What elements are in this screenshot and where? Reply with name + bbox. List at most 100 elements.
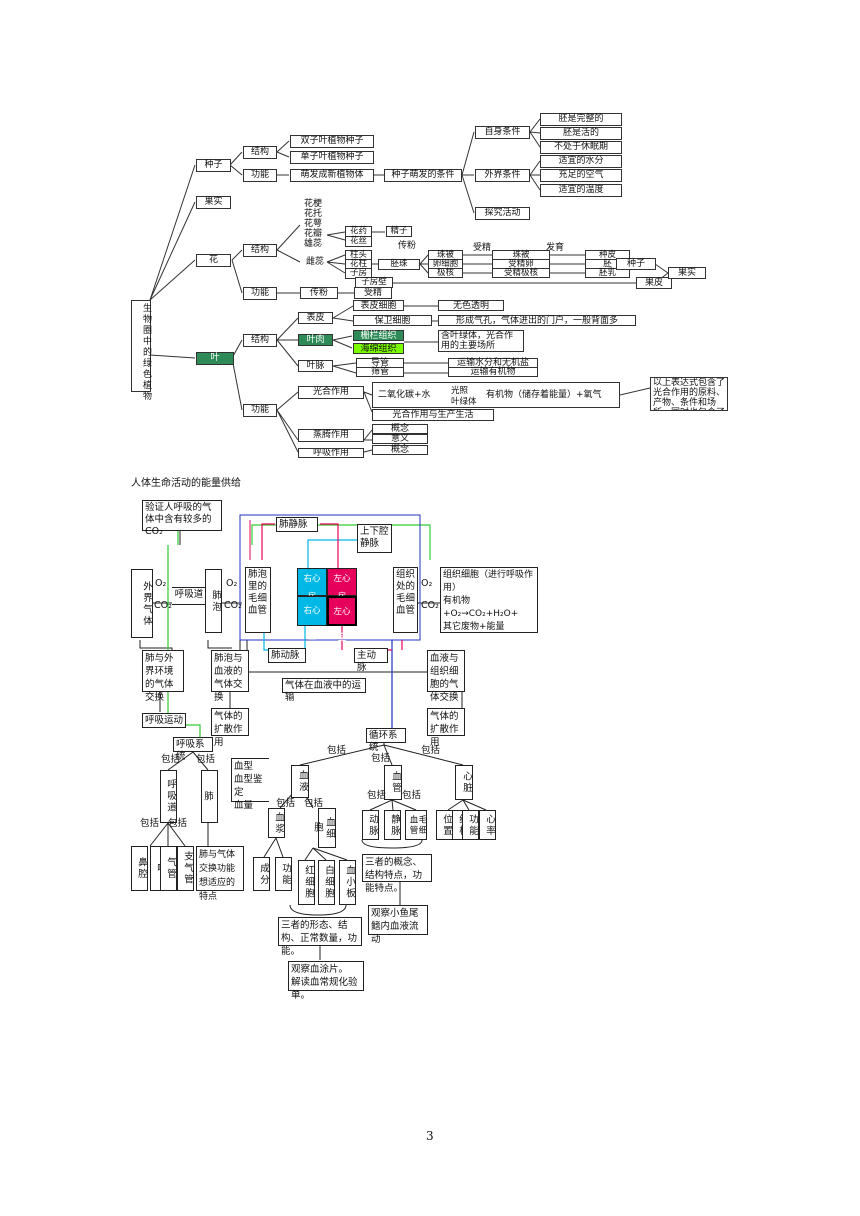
circulatory-system: 循环系统 — [366, 728, 406, 753]
leaf-function: 功能 — [243, 404, 277, 417]
gas-diffusion-2: 气体的扩散作用 — [427, 708, 465, 748]
include-7: 包括 — [168, 818, 188, 829]
include-1: 包括 — [161, 754, 181, 765]
monocot-seed: 单子叶植物种子 — [290, 151, 374, 164]
seed-node: 种子 — [196, 159, 231, 172]
seed-function: 功能 — [243, 169, 277, 182]
fish-tail: 观察小鱼尾鳍内血液流动 — [368, 905, 428, 945]
alveoli: 肺泡 — [205, 569, 222, 633]
include-4: 包括 — [371, 753, 391, 764]
eq-right: 有机物（储存着能量）+氧气 — [486, 390, 602, 400]
nasal-cavity: 鼻腔 — [131, 846, 148, 891]
eq-left: 二氧化碳+水 — [378, 390, 431, 400]
cond-air: 充足的空气 — [540, 169, 622, 182]
lung-desc: 肺与气体交换功能想适应的特点 — [196, 846, 244, 902]
photosynthesis: 光合作用 — [298, 386, 364, 399]
tissue-cell: 组织细胞（进行呼吸作用） 有机物+O₂→CO₂+H₂O+ 其它废物+能量 — [440, 567, 538, 633]
fruit-node: 果实 — [196, 196, 231, 209]
include-11: 包括 — [402, 790, 422, 801]
transpiration: 蒸腾作用 — [298, 429, 364, 442]
right-ventricle: 右心室 — [297, 596, 327, 642]
plasma-function: 功能 — [275, 857, 292, 891]
vein: 叶脉 — [298, 360, 333, 372]
trachea: 气管 — [160, 846, 177, 891]
heart-function: 功能 — [462, 810, 479, 840]
seed-structure: 结构 — [243, 146, 277, 159]
transp-meaning: 意义 — [372, 434, 428, 444]
plant-root-node: 生物圈中的绿色植物 — [131, 300, 151, 402]
lung: 肺 — [201, 770, 218, 823]
blood-smear: 观察血涂片。 解读血常规化验单。 — [288, 961, 364, 1001]
mesophyll-desc: 含叶绿体，光合作用的主要场所 — [438, 330, 524, 352]
epidermal-cell: 表皮细胞 — [353, 300, 404, 311]
epidermis: 表皮 — [298, 312, 333, 324]
palisade-tissue: 栅栏组织 — [353, 330, 404, 341]
human-title: 人体生命活动的能量供给 — [131, 478, 241, 489]
rbc: 红细胞 — [298, 860, 315, 905]
germination-conditions: 种子萌发的条件 — [384, 169, 462, 182]
spongy-tissue: 海绵组织 — [353, 343, 404, 354]
leaf-node: 叶 — [196, 352, 234, 365]
blood-vessels: 血管 — [384, 765, 402, 800]
artery: 动脉 — [362, 810, 379, 840]
respiratory-movement: 呼吸运动 — [142, 713, 186, 728]
sperm: 精子 — [386, 226, 412, 237]
blood: 血液 — [291, 765, 309, 798]
eq-light: 光照 — [451, 386, 469, 396]
photosynthesis-life: 光合作用与生产生活 — [372, 409, 494, 421]
platelet: 血小板 — [339, 860, 356, 905]
pulmonary-artery: 肺动脉 — [268, 648, 306, 663]
phloem: 筛管 — [356, 367, 404, 377]
heart-position: 位置 — [436, 810, 453, 840]
flower-node: 花 — [196, 254, 231, 267]
include-2: 包括 — [196, 754, 216, 765]
flower-structure: 结构 — [243, 244, 277, 257]
respiration: 呼吸作用 — [298, 448, 364, 458]
fruit-result: 果实 — [668, 267, 706, 279]
gas-transport: 气体在血液中的运输 — [282, 678, 366, 703]
tissue-capillary: 组织处的毛细血管 — [393, 567, 418, 633]
fruit-wall: 果皮 — [636, 277, 672, 289]
capillary: 毛细血管 — [405, 810, 427, 840]
cond-embryo-alive: 胚是活的 — [540, 127, 622, 140]
left-atrium: 左心房 — [327, 568, 357, 602]
dicot-seed: 双子叶植物种子 — [290, 135, 374, 148]
seed-develop: 萌发成新植物体 — [290, 169, 374, 182]
equation-note: 以上表达式包含了光合作用的原料、产物、条件和场所，同时也包含了概念和 — [650, 377, 728, 411]
respiratory-system: 呼吸系统 — [173, 737, 213, 762]
vessel-desc: 三者的概念、结构特点，功能特点。 — [362, 854, 432, 894]
include-10: 包括 — [367, 790, 387, 801]
mesophyll: 叶肉 — [298, 334, 333, 346]
co2-label-1: CO₂ — [154, 600, 172, 611]
leaf-structure: 结构 — [243, 334, 277, 347]
o2-label-2: O₂ — [226, 578, 238, 589]
pollination-label: 传粉 — [398, 241, 417, 251]
heart-rate: 心率 — [479, 810, 496, 840]
flower-function: 功能 — [243, 287, 277, 300]
pollination-func: 传粉 — [300, 287, 338, 299]
guard-cell: 保卫细胞 — [353, 315, 432, 326]
bronchi: 支气管 — [177, 846, 194, 891]
right-atrium: 右心房 — [297, 568, 327, 602]
transp-concept: 概念 — [372, 424, 428, 434]
include-9: 包括 — [304, 798, 324, 809]
explore-activity: 探究活动 — [475, 207, 530, 220]
wbc: 白细胞 — [318, 860, 335, 905]
plasma: 血浆 — [268, 808, 285, 838]
co2-label-3: CO₂ — [421, 600, 439, 611]
alveolar-capillary: 肺泡里的毛细血管 — [245, 567, 271, 633]
ovule: 胚珠 — [378, 259, 420, 270]
blood-tissue-exchange: 血液与组织细胞的气体交换 — [427, 650, 465, 703]
pulmonary-vein: 肺静脉 — [276, 517, 318, 532]
include-8: 包括 — [276, 798, 296, 809]
guard-desc: 形成气孔，气体进出的门户，一般背面多 — [438, 315, 636, 326]
endosperm: 胚乳 — [585, 268, 630, 278]
blood-cells: 血细胞 — [312, 808, 336, 848]
heart: 心脏 — [455, 765, 473, 800]
fertilization-func: 受精 — [354, 287, 392, 299]
fertilized-polar: 受精极核 — [492, 268, 550, 278]
cond-not-dormant: 不处于休眠期 — [540, 141, 622, 154]
include-5: 包括 — [421, 745, 441, 756]
phloem-desc: 运输有机物 — [448, 367, 538, 377]
vein: 静脉 — [384, 810, 401, 840]
